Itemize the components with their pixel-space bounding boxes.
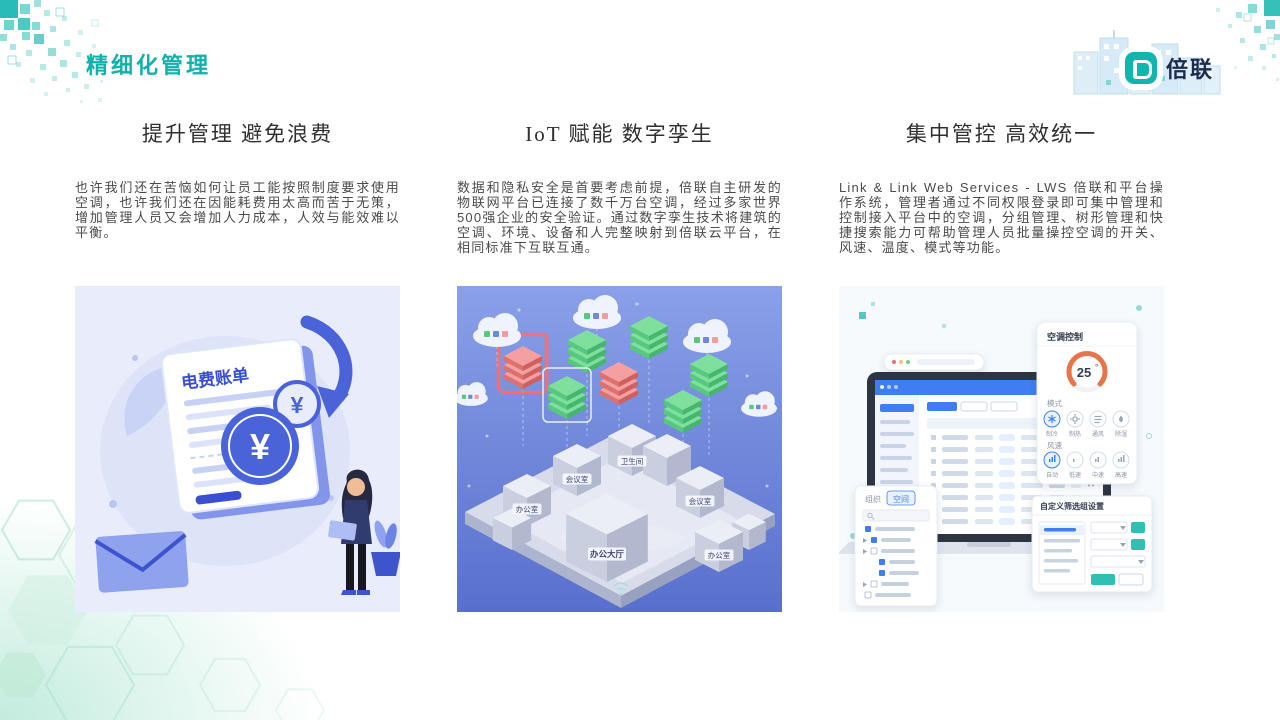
envelope-icon [94,531,189,593]
tab-organization: 组织 [865,494,881,504]
room-label: 办公室 [708,550,731,560]
room-label: 办公大厅 [590,549,625,559]
arrow-down-icon [300,315,353,418]
content-columns: 提升管理 避免浪费 也许我们还在苦恼如何让员工能按照制度要求使用空调，也许我们还… [75,110,1164,612]
column-iot: IoT 赋能 数字孪生 数据和隐私安全是首要考虑前提，倍联自主研发的物联网平台已… [457,110,782,612]
svg-text:自动: 自动 [1046,471,1058,479]
yen-coin-small: ¥ [273,380,321,428]
iot-illustration-svg: 卫生间 会议室 办公室 会议室 办公大厅 办公室 [457,286,782,612]
svg-text:高速: 高速 [1115,471,1127,479]
filter-form [1090,521,1146,586]
svg-text:中速: 中速 [1092,471,1104,479]
degree-symbol: ° [1095,363,1098,372]
fan-speed-icons [1043,451,1130,469]
room-label: 会议室 [566,474,589,484]
svg-text:制冷: 制冷 [1046,430,1058,438]
svg-text:通风: 通风 [1092,430,1104,438]
filter-panel-title: 自定义筛选组设置 [1040,501,1104,511]
room-label: 会议室 [689,496,712,506]
mode-option-labels: 制冷 制热 通风 除湿 [1046,430,1127,438]
svg-text:制热: 制热 [1069,430,1081,438]
vent-mode-icon [1094,415,1102,424]
fan-option-labels: 自动 低速 中速 高速 [1046,471,1127,479]
room-label: 卫生间 [621,456,644,466]
svg-text:¥: ¥ [291,392,304,418]
brand-name: 倍联 [1165,57,1214,82]
cool-mode-icon [1048,415,1056,423]
column-heading: IoT 赋能 数字孪生 [525,122,714,146]
column-management: 提升管理 避免浪费 也许我们还在苦恼如何让员工能按照制度要求使用空调，也许我们还… [75,110,400,612]
mode-icons [1043,410,1130,428]
person-figure [328,469,373,595]
brand-logo: 倍联 [1124,52,1214,84]
svg-text:除湿: 除湿 [1115,430,1127,438]
dashboard-illustration-svg: 空调控制 25 ° 模式 [839,286,1164,612]
beilian-logo-icon [1124,52,1157,84]
tree-checkbox-rows [863,526,919,599]
column-body: 也许我们还在苦恼如何让员工能按照制度要求使用空调，也许我们还在因能耗费用太高而苦… [75,180,400,240]
column-body: 数据和隐私安全是首要考虑前提，倍联自主研发的物联网平台已连接了数千万台空调，经过… [457,180,782,255]
bill-illustration: 电费账单 ¥ [75,286,400,612]
iot-illustration: 卫生间 会议室 办公室 会议室 办公大厅 办公室 [457,286,782,612]
svg-text:低速: 低速 [1069,471,1081,479]
bill-illustration-svg: 电费账单 ¥ [75,286,400,612]
room-labels: 卫生间 会议室 办公室 会议室 办公大厅 办公室 [512,455,734,561]
column-body: Link & Link Web Services - LWS 倍联和平台操作系统… [839,180,1164,255]
room-label: 办公室 [516,504,539,514]
column-heading: 提升管理 避免浪费 [141,122,334,146]
plant-icon [371,520,400,576]
fan-label: 风速 [1047,441,1063,450]
yen-coin-large: ¥ [221,407,299,485]
mini-toolbar-card [883,353,985,371]
wifi-icon [613,582,629,596]
dry-mode-icon [1119,415,1123,423]
data-stacks [496,316,728,433]
tree-panel: 组织 空间 [854,485,938,607]
ac-control-panel: 空调控制 25 ° 模式 [1036,321,1138,485]
dashboard-illustration: 空调控制 25 ° 模式 [839,286,1164,612]
filter-panel: 自定义筛选组设置 [1031,495,1153,593]
temperature-gauge: 25 ° [1066,351,1108,393]
heat-mode-icon [1070,414,1080,424]
column-heading: 集中管控 高效统一 [905,122,1098,146]
mode-label: 模式 [1047,398,1063,408]
ac-panel-title: 空调控制 [1047,331,1083,342]
page-title: 精细化管理 [86,53,212,78]
temperature-value: 25 [1077,365,1091,380]
svg-text:¥: ¥ [250,426,270,467]
column-central-control: 集中管控 高效统一 Link & Link Web Services - LWS… [839,110,1164,612]
tab-space: 空间 [893,494,909,504]
